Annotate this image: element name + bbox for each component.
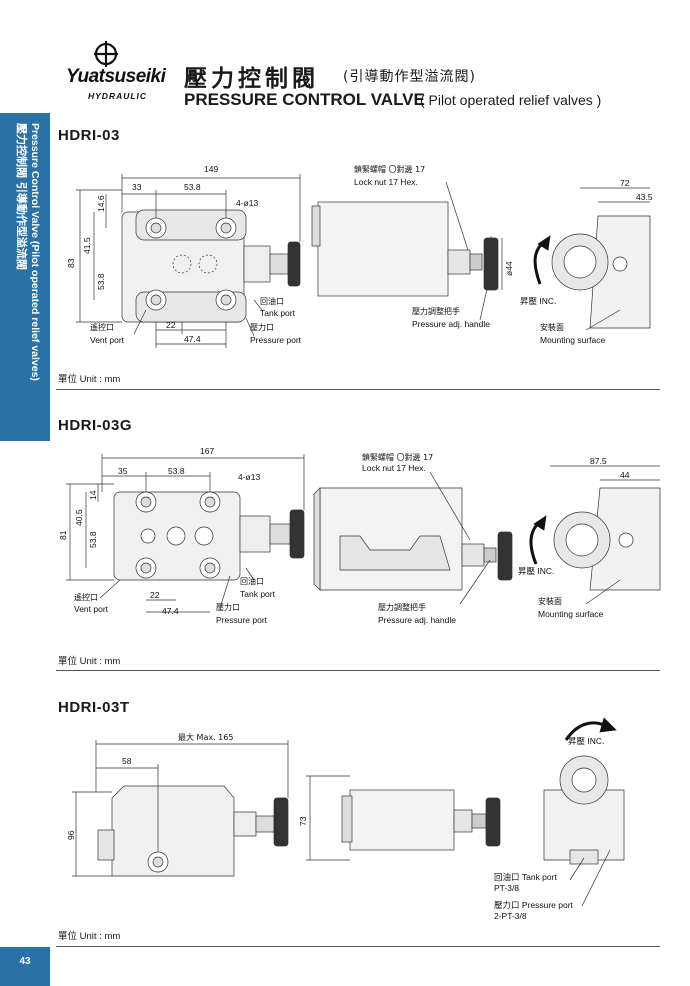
drawing-hdri-03: 149 33 53.8 4-ø13 14.6 41.5 83 53.8 22 4… <box>50 150 690 365</box>
page-subtitle-en: ( Pilot operated relief valves ) <box>420 92 602 108</box>
circle-cross-icon <box>94 41 118 67</box>
label-pressure-thread: 2-PT-3/8 <box>494 911 527 921</box>
label-tank-zh: 回油口 <box>260 296 284 306</box>
label-vent-zh: 遙控口 <box>74 592 98 602</box>
label-pressure-zh: 壓力口 <box>216 602 240 612</box>
brand-logo: Yuatsuseiki HYDRAULIC <box>62 40 182 108</box>
model-title: HDRI-03 <box>58 127 120 144</box>
dim-14-6: 14.6 <box>96 195 106 212</box>
dim-47-4: 47.4 <box>184 334 201 344</box>
dim-22: 22 <box>166 320 176 330</box>
label-tank-en: Tank port <box>260 308 296 318</box>
page-title-en: PRESSURE CONTROL VALVE <box>184 90 425 109</box>
sidebar-band <box>0 113 50 441</box>
label-inc: 昇壓 INC. <box>518 566 554 576</box>
divider <box>56 670 660 671</box>
label-pressure-en: Pressure port <box>250 335 302 345</box>
label-pressure-en: Pressure port <box>216 615 268 625</box>
model-title: HDRI-03G <box>58 417 133 434</box>
dim-width: 149 <box>204 164 218 174</box>
dim-96: 96 <box>66 830 76 840</box>
dim-53-8: 53.8 <box>184 182 201 192</box>
drawing-hdri-03t: 最大 Max. 165 58 96 73 昇壓 INC. 回油口 Tank po… <box>50 700 690 925</box>
adj-handle <box>287 241 301 287</box>
label-lock-zh: 鎖緊螺帽 〇對邊 17 <box>354 164 425 174</box>
label-mount-en: Mounting surface <box>540 335 605 345</box>
dim-87-5: 87.5 <box>590 456 607 466</box>
sidebar-label: 壓力控制閥 引導動作型溢流閥 Pressure Control Valve (P… <box>4 121 46 439</box>
model-title: HDRI-03T <box>58 699 130 716</box>
dim-max: 最大 Max. 165 <box>178 732 233 742</box>
divider <box>56 389 660 390</box>
adj-handle <box>289 509 305 559</box>
sidebar-label-en: Pressure Control Valve (Pilot operated r… <box>29 123 41 381</box>
label-lock-zh: 鎖緊螺帽 〇對邊 17 <box>362 452 433 462</box>
dim-43-5: 43.5 <box>636 192 653 202</box>
valve-body-side <box>349 789 455 851</box>
dim-47-4: 47.4 <box>162 606 179 616</box>
adj-handle <box>273 797 289 847</box>
dim-33: 33 <box>132 182 142 192</box>
dim-holes: 4-ø13 <box>238 472 260 482</box>
drawing-hdri-03g: 167 35 53.8 4-ø13 14 40.5 81 53.8 22 47.… <box>50 440 690 645</box>
label-tank-zh: 回油口 <box>240 576 264 586</box>
dim-dia44: ø44 <box>504 261 514 276</box>
dim-holes: 4-ø13 <box>236 198 258 208</box>
dim-53-8: 53.8 <box>168 466 185 476</box>
label-handle-zh: 壓力調整把手 <box>378 602 426 612</box>
label-vent-zh: 遙控口 <box>90 322 114 332</box>
label-pressure-zh: 壓力口 <box>250 322 274 332</box>
dim-22: 22 <box>150 590 160 600</box>
label-mount-zh: 安裝面 <box>538 596 562 606</box>
divider <box>56 946 660 947</box>
dim-14: 14 <box>88 490 98 500</box>
label-lock-en: Lock nut 17 Hex. <box>354 177 418 187</box>
label-handle-zh: 壓力調整把手 <box>412 306 460 316</box>
dim-53-8v: 53.8 <box>96 273 106 290</box>
unit-note: 單位 Unit : mm <box>58 656 121 667</box>
label-tank-thread: PT-3/8 <box>494 883 519 893</box>
dim-35: 35 <box>118 466 128 476</box>
dim-72: 72 <box>620 178 630 188</box>
label-handle-en: Pressure adj. handle <box>412 319 490 329</box>
dim-83: 83 <box>66 258 76 268</box>
dim-44: 44 <box>620 470 630 480</box>
label-vent-en: Vent port <box>90 335 125 345</box>
brand-subname: HYDRAULIC <box>88 91 148 101</box>
label-inc: 昇壓 INC. <box>568 736 604 746</box>
brand-name: Yuatsuseiki <box>66 66 166 87</box>
dim-81: 81 <box>58 530 68 540</box>
dim-41-5: 41.5 <box>82 237 92 254</box>
dim-width: 167 <box>200 446 214 456</box>
dim-73: 73 <box>298 816 308 826</box>
sidebar-label-zh: 壓力控制閥 引導動作型溢流閥 <box>15 123 29 270</box>
valve-body-front <box>111 785 235 877</box>
label-inc: 昇壓 INC. <box>520 296 556 306</box>
unit-note: 單位 Unit : mm <box>58 374 121 385</box>
label-vent-en: Vent port <box>74 604 109 614</box>
page-subtitle-zh: (引導動作型溢流閥) <box>343 69 476 85</box>
page-number: 43 <box>0 947 50 986</box>
dim-40-5: 40.5 <box>74 509 84 526</box>
label-mount-zh: 安裝面 <box>540 322 564 332</box>
dim-53-8v: 53.8 <box>88 531 98 548</box>
unit-note: 單位 Unit : mm <box>58 931 121 942</box>
label-pressure: 壓力口 Pressure port <box>494 900 574 910</box>
valve-body-side <box>317 201 449 297</box>
page-title-zh: 壓力控制閥 <box>184 66 319 92</box>
label-handle-en: Pressure adj. handle <box>378 615 456 625</box>
label-tank-en: Tank port <box>240 589 276 599</box>
label-lock-en: Lock nut 17 Hex. <box>362 463 426 473</box>
label-mount-en: Mounting surface <box>538 609 603 619</box>
label-tank: 回油口 Tank port <box>494 872 557 882</box>
dim-58: 58 <box>122 756 132 766</box>
